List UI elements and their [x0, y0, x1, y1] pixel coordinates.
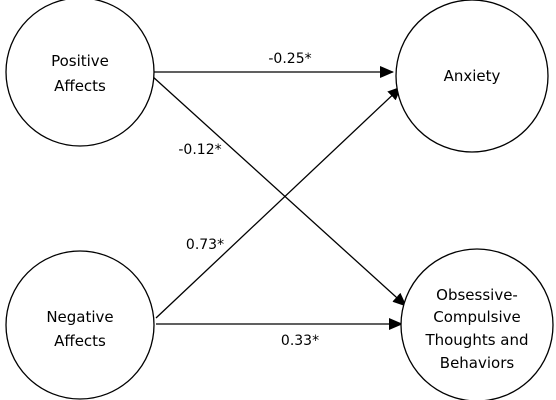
node-anxiety: Anxiety: [395, 0, 549, 153]
node-positive-affects-line-2: Affects: [54, 77, 106, 95]
edge-label-negative-to-ocd: 0.33*: [281, 333, 319, 349]
edge-label-negative-to-anxiety: 0.73*: [186, 237, 224, 253]
node-ocd-line-4: Behaviors: [440, 354, 515, 372]
node-negative-affects: Negative Affects: [5, 250, 155, 400]
edges: [151, 66, 407, 330]
node-negative-affects-line-1: Negative: [46, 308, 113, 326]
node-anxiety-line-1: Anxiety: [444, 67, 501, 85]
edge-label-positive-to-ocd: -0.12*: [178, 142, 221, 158]
edge-label-positive-to-anxiety: -0.25*: [268, 51, 311, 67]
edge-positive-to-ocd: [151, 75, 407, 307]
edge-labels: -0.25* -0.12* 0.73* 0.33*: [178, 51, 319, 349]
node-ocd: Obsessive- Compulsive Thoughts and Behav…: [400, 248, 554, 400]
node-positive-affects: Positive Affects: [5, 0, 155, 147]
node-positive-affects-line-1: Positive: [51, 52, 109, 70]
node-negative-affects-line-2: Affects: [54, 332, 106, 350]
node-ocd-line-1: Obsessive-: [436, 286, 518, 304]
node-ocd-line-3: Thoughts and: [424, 331, 528, 349]
edge-negative-to-anxiety: [155, 86, 402, 319]
node-ocd-line-2: Compulsive: [433, 308, 521, 326]
